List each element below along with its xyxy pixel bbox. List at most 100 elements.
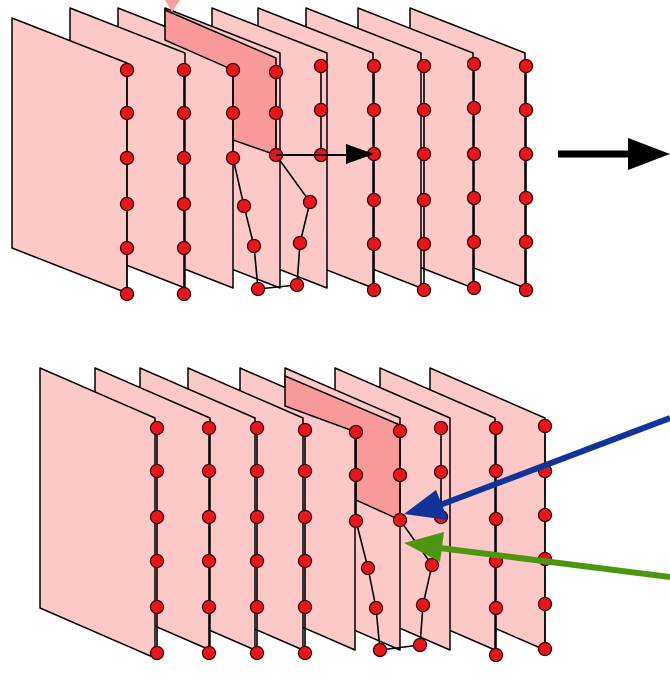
node [249, 420, 265, 436]
node [372, 642, 388, 658]
node [292, 235, 308, 251]
node [537, 641, 553, 657]
node [149, 599, 165, 615]
node [424, 557, 440, 573]
node [201, 509, 217, 525]
node [176, 196, 192, 212]
node [416, 192, 432, 208]
node [225, 105, 241, 121]
node [119, 240, 135, 256]
node [488, 420, 504, 436]
node [201, 420, 217, 436]
node [149, 509, 165, 525]
node [289, 277, 305, 293]
node [518, 234, 534, 250]
node [149, 463, 165, 479]
node [392, 467, 408, 483]
node [119, 150, 135, 166]
node [488, 647, 504, 663]
blue-pointer-arrow-head [404, 490, 448, 520]
node [249, 463, 265, 479]
node [466, 100, 482, 116]
node [268, 64, 284, 80]
node [249, 509, 265, 525]
sheet [39, 367, 156, 659]
node [488, 511, 504, 527]
node [250, 281, 266, 297]
node [537, 418, 553, 434]
node [368, 600, 384, 616]
node [149, 553, 165, 569]
node [268, 105, 284, 121]
node [416, 282, 432, 298]
node [201, 599, 217, 615]
node [297, 553, 313, 569]
node [466, 190, 482, 206]
node [236, 198, 252, 214]
node [313, 58, 329, 74]
node [149, 645, 165, 661]
node [225, 62, 241, 78]
node [348, 467, 364, 483]
node [249, 553, 265, 569]
node [149, 420, 165, 436]
node [297, 463, 313, 479]
node [466, 280, 482, 296]
node [176, 240, 192, 256]
node [366, 58, 382, 74]
node [176, 286, 192, 302]
node [415, 597, 431, 613]
node [297, 645, 313, 661]
node [176, 150, 192, 166]
node [119, 105, 135, 121]
node [249, 599, 265, 615]
node [466, 146, 482, 162]
node [416, 58, 432, 74]
node [488, 600, 504, 616]
green-pointer-arrow-head [404, 532, 444, 562]
node [176, 62, 192, 78]
node [412, 637, 428, 653]
node [518, 146, 534, 162]
node [392, 512, 408, 528]
node [518, 282, 534, 298]
node [348, 424, 364, 440]
node [201, 553, 217, 569]
node [518, 190, 534, 206]
node [466, 234, 482, 250]
node [416, 146, 432, 162]
bottom-panel [39, 367, 553, 663]
node [360, 560, 376, 576]
node [416, 102, 432, 118]
transition-arrow-head [628, 138, 670, 170]
green-pointer-arrow-shaft [439, 545, 670, 580]
node [119, 196, 135, 212]
node [225, 150, 241, 166]
node [433, 420, 449, 436]
node [488, 463, 504, 479]
node [366, 102, 382, 118]
node [416, 236, 432, 252]
node [366, 282, 382, 298]
node [249, 645, 265, 661]
top-panel [11, 7, 534, 302]
node [518, 58, 534, 74]
node [176, 105, 192, 121]
node [201, 463, 217, 479]
node [119, 62, 135, 78]
node [366, 236, 382, 252]
node-edge [232, 70, 259, 290]
node [466, 56, 482, 72]
node [392, 423, 408, 439]
node [366, 192, 382, 208]
sheet [11, 17, 128, 294]
node [537, 596, 553, 612]
arrows-layer [165, 0, 670, 580]
node [297, 599, 313, 615]
blue-pointer-arrow-shaft [438, 415, 670, 508]
node [348, 513, 364, 529]
node [302, 194, 318, 210]
partial-arrow-tip [165, 0, 180, 12]
